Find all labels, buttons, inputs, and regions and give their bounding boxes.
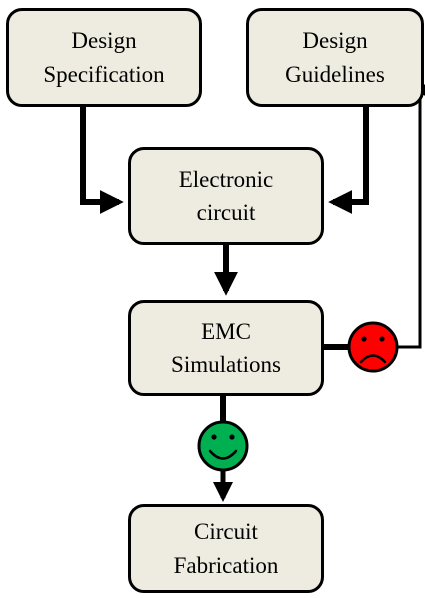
circuit-fabrication-line1: Circuit: [194, 519, 258, 545]
design-specification-box: Design Specification: [6, 8, 202, 107]
sad-face-icon: [347, 321, 399, 373]
design-guidelines-line1: Design: [302, 28, 368, 54]
electronic-circuit-line2: circuit: [196, 200, 256, 225]
emc-simulations-line2: Simulations: [171, 352, 281, 377]
emc-simulations-line1: EMC: [201, 318, 251, 344]
design-guidelines-box: Design Guidelines: [246, 8, 424, 107]
happy-face-icon: [197, 420, 249, 472]
electronic-circuit-line1: Electronic: [178, 166, 274, 192]
emc-simulations-box: EMC Simulations: [128, 300, 324, 396]
arrow-spec-to-circuit: [80, 107, 124, 214]
design-specification-line2: Specification: [43, 61, 165, 87]
circuit-fabrication-box: Circuit Fabrication: [128, 504, 324, 593]
design-specification-line1: Design: [71, 28, 137, 54]
design-guidelines-line2: Guidelines: [285, 61, 385, 87]
electronic-circuit-box: Electronic circuit: [128, 147, 324, 245]
circuit-fabrication-line2: Fabrication: [173, 552, 279, 578]
arrow-guidelines-to-circuit: [328, 107, 369, 214]
